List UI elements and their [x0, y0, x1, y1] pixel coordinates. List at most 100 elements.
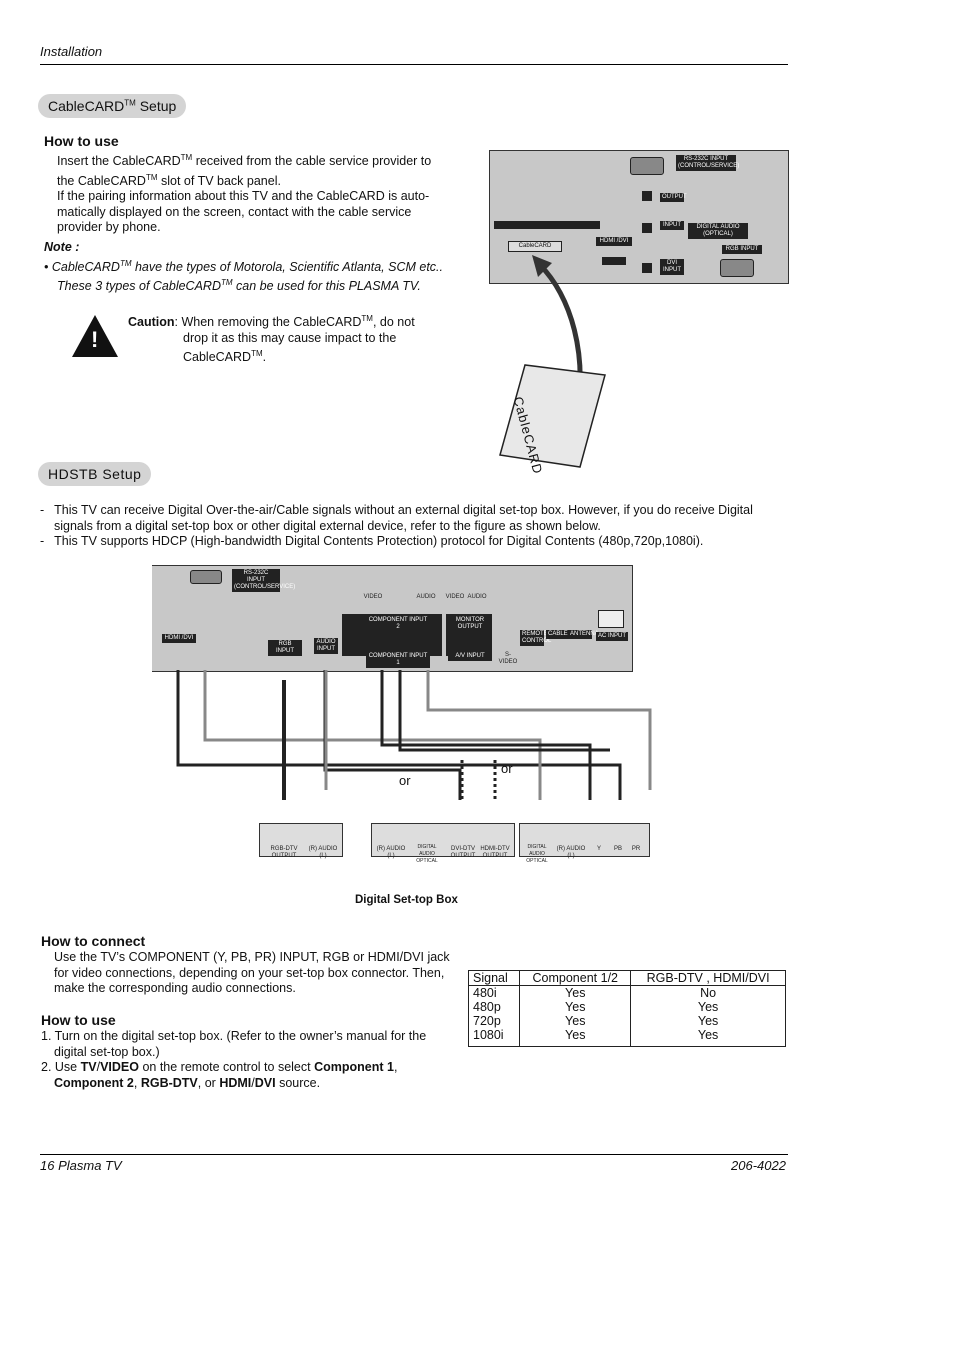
table-cell: Yes: [630, 1014, 786, 1028]
caution-block: Caution: When removing the CableCARD TM , …: [128, 311, 448, 366]
instr-line: received from the cable service provider…: [192, 154, 432, 169]
connect-line: make the corresponding audio connections…: [54, 981, 296, 995]
running-header: Installation: [40, 44, 103, 59]
bullet-text: signals from a digital set-top box or ot…: [54, 518, 601, 533]
stb-label: (R) AUDIO (L): [376, 846, 406, 859]
stb-panel-dvi-hdmi: (R) AUDIO (L) DIGITAL AUDIO OPTICAL DVI-…: [371, 823, 515, 864]
tm-mark: TM: [251, 349, 263, 359]
cablecard-slot-label: CableCARD: [508, 241, 562, 252]
or-label: or: [501, 761, 513, 776]
caution-text: drop it as this may cause impact to the: [183, 330, 397, 345]
table-row: 720p Yes Yes: [467, 1014, 786, 1028]
instr-line: Insert the CableCARD: [57, 154, 181, 169]
cablecard-slot: [494, 221, 600, 229]
table-header-row: Signal Component 1/2 RGB-DTV , HDMI/DVI: [467, 970, 786, 986]
stb-label: (R) AUDIO (L): [308, 846, 338, 859]
instr-line: slot of TV back panel.: [157, 173, 281, 188]
dash: -: [40, 503, 45, 517]
audio-label: AUDIO: [416, 594, 436, 600]
table-cell: 1080i: [467, 1028, 521, 1047]
table-header: RGB-DTV , HDMI/DVI: [630, 970, 786, 986]
how-to-connect-title: How to connect: [41, 933, 146, 949]
tm-mark: TM: [220, 278, 233, 288]
cablecard-instructions: Insert the CableCARDTM received from the…: [57, 150, 477, 236]
stb-label: DIGITAL AUDIO OPTICAL: [526, 844, 548, 864]
rs232-label: RS-232C INPUT(CONTROL/SERVICE): [232, 569, 296, 592]
tv-rear-panel-diagram: RS-232C INPUT(CONTROL/SERVICE) HDMI /DVI…: [152, 565, 633, 672]
optical-port-icon: [642, 191, 652, 201]
bullet-text: This TV can receive Digital Over-the-air…: [54, 503, 753, 517]
stb-panel-rgb: RGB-DTV OUTPUT (R) AUDIO (L): [259, 823, 343, 859]
caution-label: Caution: [128, 315, 175, 330]
table-cell: Yes: [519, 1014, 632, 1028]
video2-label: VIDEO: [445, 594, 465, 600]
caution-icon: !: [72, 315, 118, 357]
table-cell: 480p: [467, 1000, 521, 1014]
digital-audio-label: DIGITAL AUDIO (OPTICAL): [688, 223, 748, 239]
table-cell: 720p: [467, 1014, 521, 1028]
how-to-connect-text: Use the TV’s COMPONENT (Y, PB, PR) INPUT…: [54, 950, 474, 997]
stb-label: PR: [631, 846, 641, 852]
tm-mark: TM: [124, 98, 136, 108]
audio-input-label: AUDIO INPUT: [314, 638, 338, 654]
signal-table: Signal Component 1/2 RGB-DTV , HDMI/DVI …: [467, 970, 786, 1047]
table-cell: No: [630, 985, 786, 1000]
instr-line: the CableCARD: [57, 173, 146, 188]
dvi-port-icon: [642, 263, 652, 273]
table-cell: Yes: [630, 1028, 786, 1047]
ac-socket-icon: [598, 610, 624, 628]
table-row: 480p Yes Yes: [467, 1000, 786, 1014]
comp-input-label: INPUT: [660, 221, 684, 230]
table-header: Signal: [467, 970, 521, 986]
footer-rule: [40, 1154, 788, 1155]
rs232-port-icon: [630, 157, 664, 175]
ac-input-label: AC INPUT: [596, 632, 628, 641]
hdmi-dvi-label: HDMI /DVI: [596, 237, 632, 246]
comp-input-1-label: COMPONENT INPUT 1: [366, 652, 430, 668]
svideo-label: S-VIDEO: [498, 652, 518, 665]
stb-caption: Digital Set-top Box: [355, 894, 458, 906]
connect-line: Use the TV’s COMPONENT (Y, PB, PR) INPUT…: [54, 950, 450, 964]
step-line: 1. Turn on the digital set-top box. (Ref…: [41, 1029, 427, 1043]
rgb-label: RGB INPUT: [268, 640, 302, 656]
rs232-label: RS-232C INPUT(CONTROL/SERVICE): [676, 155, 740, 171]
connection-cables: [176, 670, 652, 800]
table-cell: Yes: [519, 985, 632, 1000]
step-line: 2. Use TV/VIDEO on the remote control to…: [41, 1060, 398, 1074]
hdstb-section-pill: HDSTB Setup: [38, 462, 152, 486]
tm-mark: TM: [180, 153, 193, 162]
table-cell: 480i: [467, 985, 521, 1000]
caution-text: .: [262, 350, 267, 365]
pill-label: CableCARD: [48, 98, 125, 114]
antenna-label: ANTENNA: [568, 630, 599, 639]
table-row: 480i Yes No: [467, 985, 786, 1000]
cablecard-section-pill: CableCARDTM Setup: [38, 94, 187, 118]
table-cell: Yes: [519, 1028, 632, 1047]
rs232-port-icon: [190, 570, 222, 584]
connect-line: for video connections, depending on your…: [54, 965, 445, 980]
how-to-use-title-2: How to use: [41, 1012, 116, 1028]
output-label: OUTPUT: [660, 193, 687, 202]
note-title: Note :: [44, 240, 80, 254]
stb-label: DVI-DTV OUTPUT: [450, 846, 476, 859]
table-header: Component 1/2: [519, 970, 632, 986]
step-line: digital set-top box.): [54, 1044, 160, 1059]
hdmi-label: HDMI /DVI: [162, 634, 196, 643]
stb-label: HDMI-DTV OUTPUT: [480, 846, 510, 859]
stb-label: DIGITAL AUDIO OPTICAL: [416, 844, 438, 864]
remote-label: REMOTE CONTROL: [520, 630, 552, 646]
av-input-label: A/V INPUT: [448, 652, 492, 661]
step-line: Component 2, RGB-DTV, or HDMI/DVI source…: [54, 1075, 321, 1090]
stb-label: Y: [596, 846, 601, 852]
caution-text: , do not: [372, 315, 415, 330]
instr-line: If the pairing information about this TV…: [57, 189, 430, 204]
footer-code: 206-4022: [731, 1158, 786, 1173]
instr-line: provider by phone.: [57, 220, 161, 235]
tm-mark: TM: [145, 172, 158, 182]
caution-text: : When removing the CableCARD: [174, 315, 362, 330]
caution-text: CableCARD: [183, 350, 252, 365]
stb-label: PB: [613, 846, 622, 852]
optical-port-icon: [642, 223, 652, 233]
note-text: have the types of Motorola, Scientific A…: [131, 259, 443, 274]
cablecard-insertion-arrow: [499, 255, 606, 468]
